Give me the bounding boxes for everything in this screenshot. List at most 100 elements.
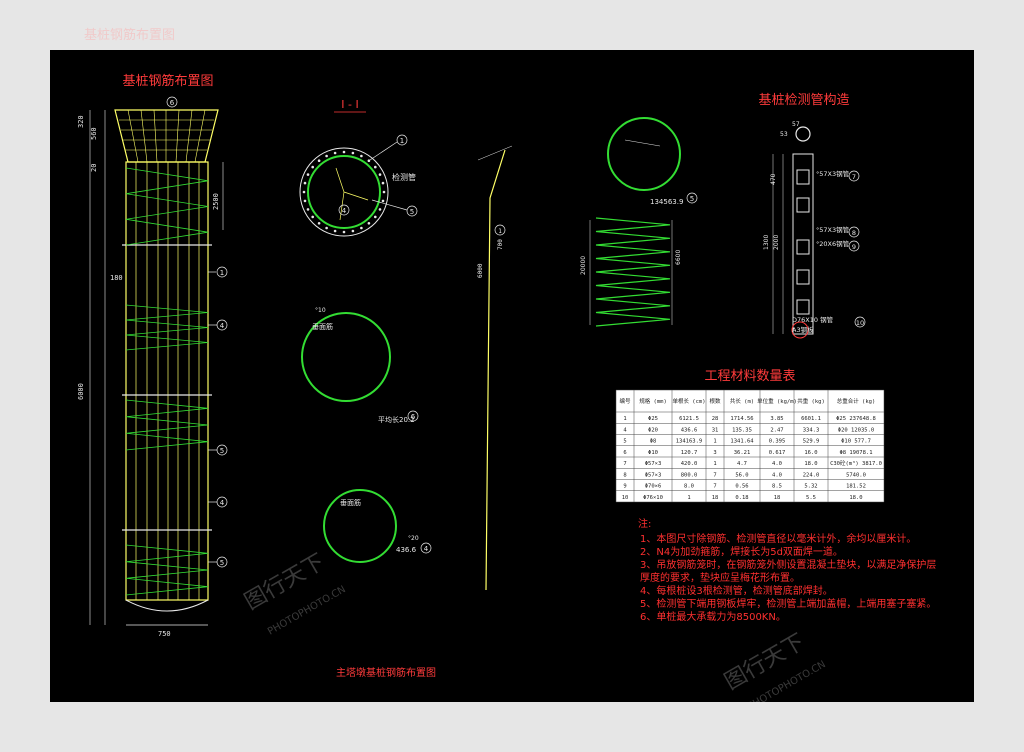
main-bar-dot (342, 230, 346, 234)
main-bar-dot (303, 181, 307, 185)
table-cell: 28 (712, 416, 719, 422)
callout-label: 10 (856, 319, 864, 327)
stirrup-ring-1 (301, 312, 391, 402)
table-cell: 2.47 (770, 427, 783, 433)
dim-label: 750 (158, 630, 171, 638)
spiral-zone (125, 399, 209, 451)
callout-label: 9 (852, 243, 856, 251)
title-pile-layout: 基桩钢筋布置图 (122, 73, 213, 89)
table-cell: 18.0 (804, 461, 817, 467)
dim-label: 560 (90, 127, 98, 140)
label-spiral-note: 134563.9 (650, 198, 683, 206)
table-cell: 120.7 (681, 450, 698, 456)
note-item: 6、单桩最大承载力为8500KN。 (640, 610, 786, 623)
note-item: 2、N4为加劲箍筋，焊接长为5d双面焊一道。 (640, 545, 843, 558)
callout-label: 4 (220, 499, 225, 507)
table-cell: Φ8 19078.1 (839, 450, 872, 456)
tube-plan (795, 126, 811, 142)
callout-label: 4 (342, 207, 347, 215)
main-bar-dot (360, 154, 363, 158)
background-caption: 基桩钢筋布置图 (84, 28, 176, 43)
main-bar-dot (381, 181, 385, 185)
callout-label: 1 (400, 137, 404, 145)
table-header: 单根长 (cm) (672, 397, 705, 405)
table-cell: 8 (623, 472, 626, 478)
material-table: 编号规格 (mm)单根长 (cm)根数共长 (m)单位重 (kg/m)共重 (k… (615, 389, 885, 503)
table-cell: 7 (713, 472, 716, 478)
table-cell: 8.5 (772, 484, 782, 490)
drawing-canvas[interactable]: 基桩钢筋布置图 (50, 50, 974, 702)
main-bar-dot (306, 173, 310, 176)
table-cell: 31 (712, 427, 719, 433)
table-header: 根数 (709, 397, 721, 405)
table-cell: Φ10 577.7 (841, 439, 871, 445)
tube-bottom-detail (791, 321, 809, 339)
table-cell: 4 (623, 427, 627, 433)
table-cell: 1341.64 (730, 439, 754, 445)
table-cell: Φ25 (648, 416, 658, 422)
main-bar-dot (351, 151, 355, 155)
spiral-elevation (595, 217, 671, 327)
table-header: 共长 (m) (730, 397, 754, 405)
callout-label: 7 (852, 173, 856, 181)
tube-elevation (772, 153, 814, 335)
table-cell: 18 (712, 495, 719, 501)
table-cell: 36.21 (734, 450, 751, 456)
table-cell: 4.7 (737, 461, 747, 467)
table-header: 编号 (619, 397, 631, 405)
table-cell: 5740.0 (846, 472, 866, 478)
table-cell: 135.35 (732, 427, 752, 433)
label-bottom-bar: 垂面筋 (340, 498, 361, 507)
dim-label: 2500 (212, 193, 220, 210)
table-cell: 181.52 (846, 484, 866, 490)
label-tube-bottom: A3钢板 (792, 325, 814, 334)
title-bottom: 主塔墩基桩钢筋布置图 (336, 666, 436, 679)
table-cell: 0.395 (769, 439, 786, 445)
dim-label: 6600 (675, 250, 682, 265)
table-cell: 8.0 (684, 484, 694, 490)
table-cell: 18 (774, 495, 781, 501)
table-cell: 1 (713, 461, 716, 467)
label-ring1-note: 平均长20.2 (378, 415, 415, 424)
table-cell: Φ20 12035.0 (838, 427, 874, 433)
table-header: 总重合计 (kg) (837, 397, 876, 405)
main-bar-dot (317, 222, 321, 225)
main-bar-dot (325, 154, 328, 158)
title-test-tube: 基桩检测管构造 (758, 93, 849, 108)
dim-label: 320 (77, 115, 85, 128)
table-cell: 420.0 (681, 461, 698, 467)
table-cell: 16.0 (804, 450, 817, 456)
table-cell: 1714.56 (730, 416, 753, 422)
table-cell: 5.5 (806, 495, 816, 501)
callout-label: 6 (411, 413, 416, 421)
main-bar-dot (381, 199, 385, 203)
label-test-tube: 检测管 (392, 172, 416, 182)
table-cell: 800.0 (681, 472, 698, 478)
table-cell: 1 (713, 439, 716, 445)
dim-label: 1300 (763, 235, 770, 250)
dim-label: 2000 (773, 235, 780, 250)
dim-label: 6000 (477, 263, 484, 278)
table-cell: Φ76×10 (643, 495, 663, 501)
callout-label: 6 (170, 99, 175, 107)
note-item: 厚度的要求，垫块应呈梅花形布置。 (640, 571, 800, 584)
main-bar-dot (317, 159, 321, 162)
main-bar-dot (333, 229, 337, 233)
table-cell: 224.0 (803, 472, 820, 478)
table-cell: Φ25 237648.8 (836, 416, 876, 422)
label-tube-spec-2: °57X3钢管 (816, 225, 850, 234)
note-item: 4、每根桩设3根检测管，检测管底部焊封。 (640, 584, 833, 597)
callout-label: 8 (852, 229, 856, 237)
main-bar-dot (311, 165, 315, 169)
spiral-zone (125, 304, 209, 351)
main-bar-dot (303, 199, 307, 203)
table-cell: Φ8 (650, 439, 657, 445)
table-cell: Φ57×3 (645, 472, 662, 478)
dim-label: 470 (770, 173, 777, 185)
table-cell: 3 (713, 450, 716, 456)
label-tube-57: 57 (792, 121, 800, 128)
dim-label: 180 (110, 274, 123, 282)
dim-label: 700 (497, 239, 504, 250)
table-cell: Φ70×6 (645, 484, 662, 490)
dim-label: 6000 (77, 383, 85, 400)
